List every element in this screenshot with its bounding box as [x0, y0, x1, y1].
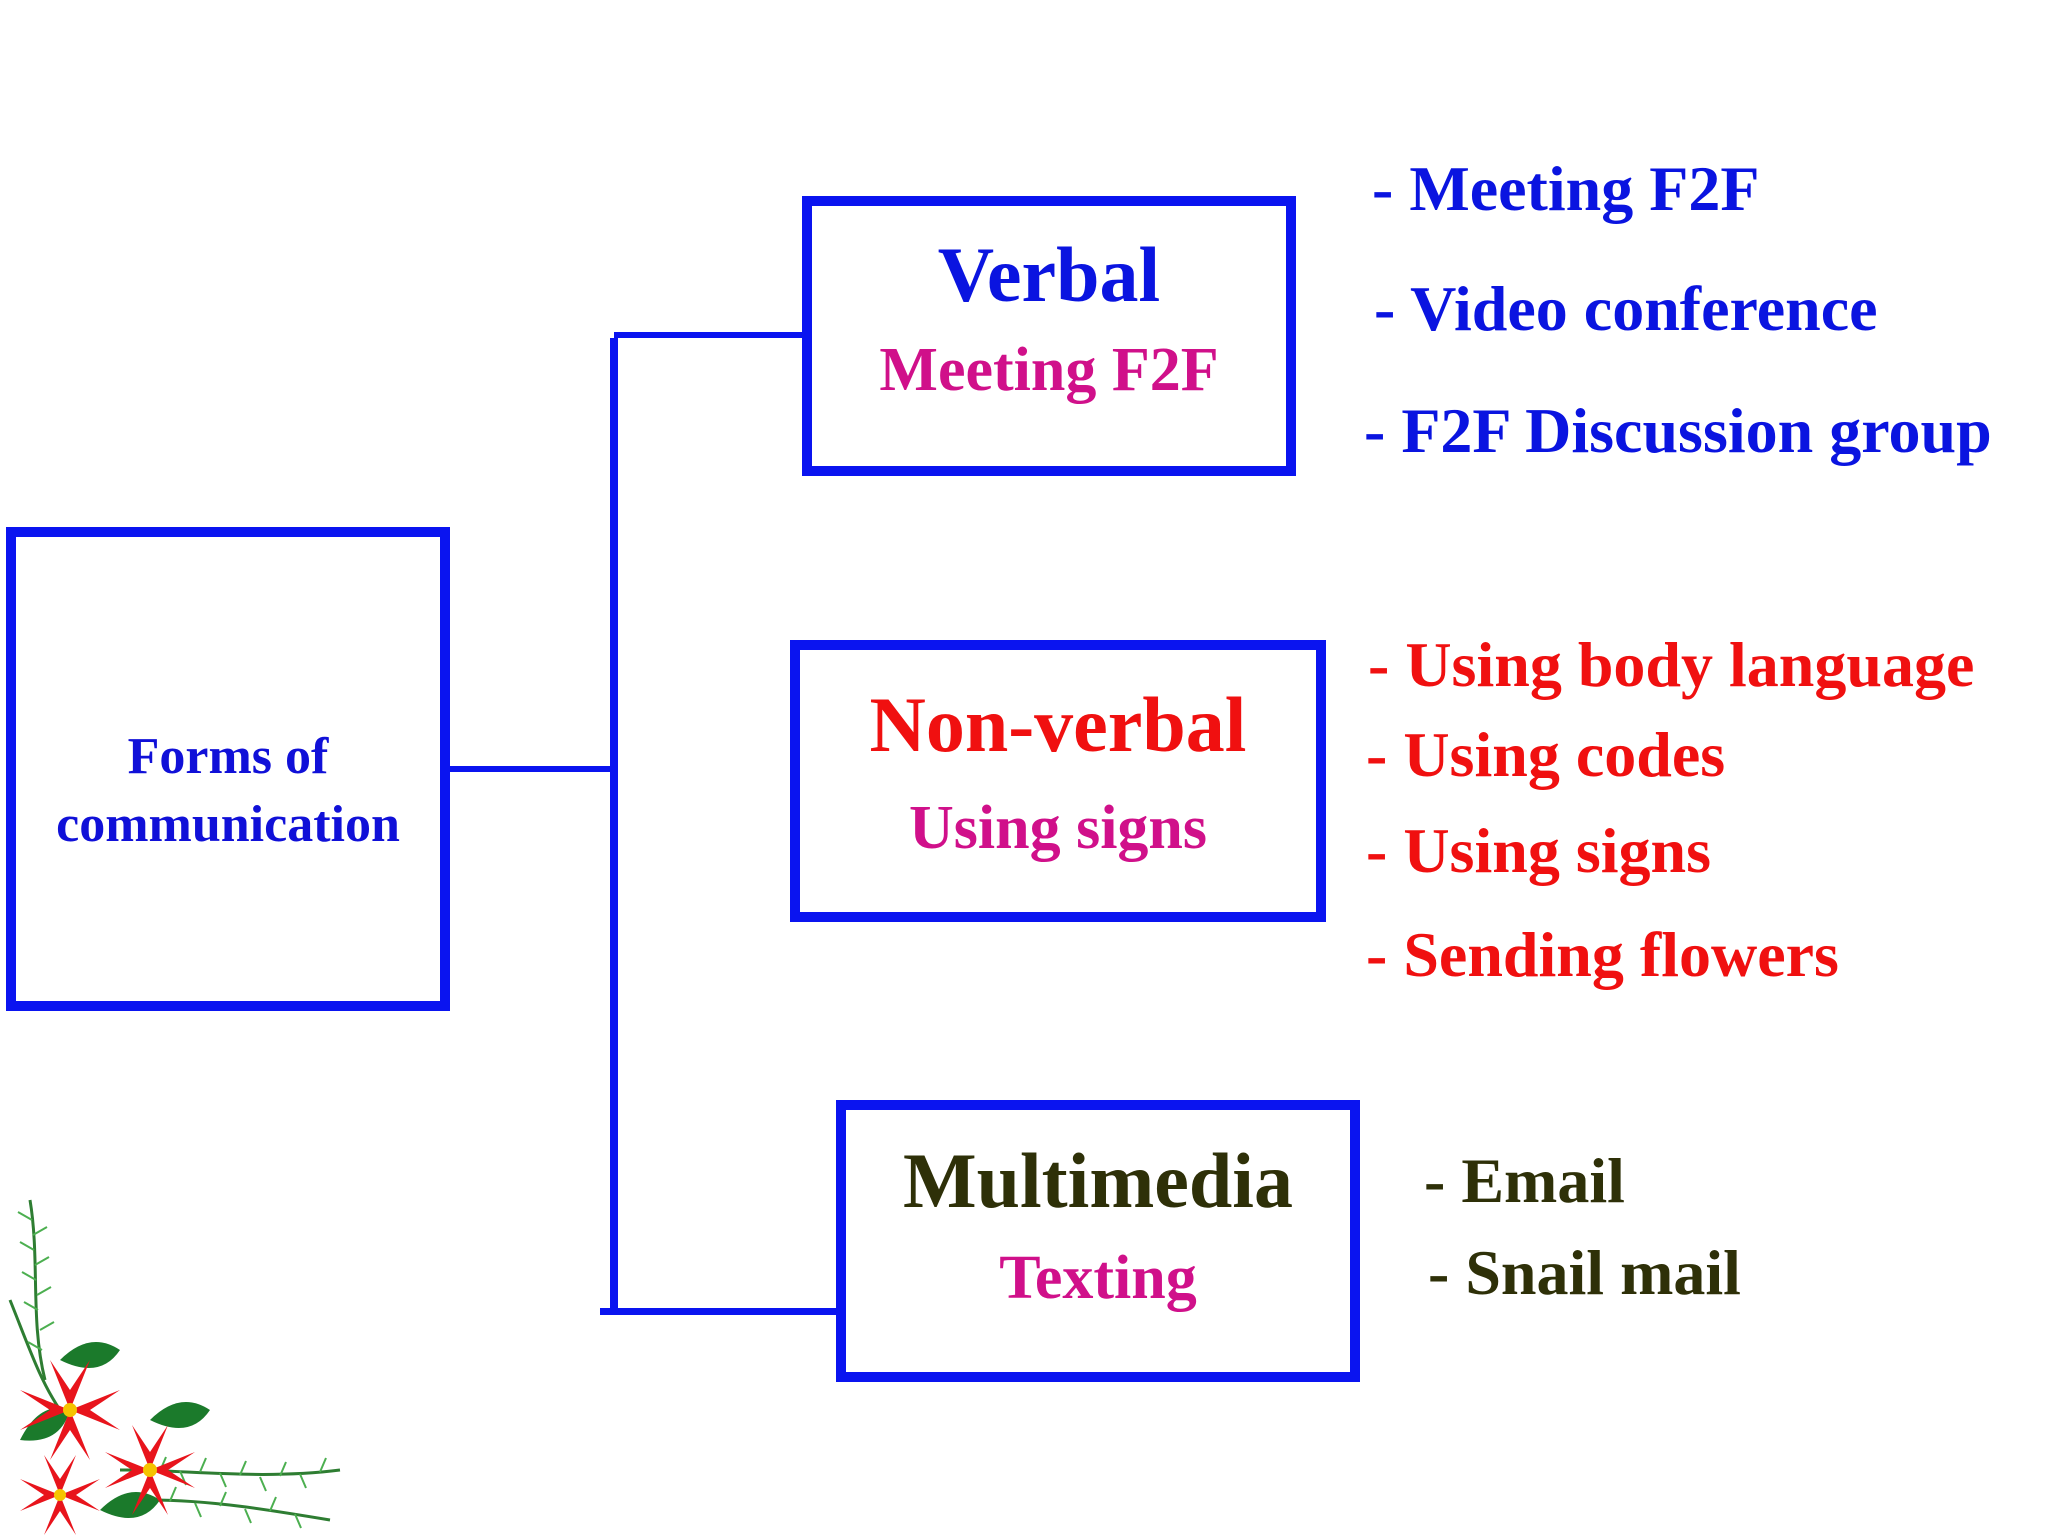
connector-trunk-to-verbal	[614, 332, 808, 338]
multimedia-title: Multimedia	[903, 1137, 1293, 1224]
non-verbal-title: Non-verbal	[869, 681, 1247, 768]
connector-root-to-trunk	[436, 766, 614, 772]
root-node-box: Forms of communication	[6, 527, 450, 1011]
root-node-label: Forms of communication	[16, 723, 440, 859]
verbal-title: Verbal	[937, 231, 1161, 318]
non-verbal-item: - Using signs	[1366, 815, 1711, 886]
poinsettia-decoration-icon	[8, 1199, 341, 1535]
connector-trunk-vertical	[610, 338, 618, 1312]
non-verbal-item: - Sending flowers	[1366, 919, 1839, 990]
multimedia-subtitle: Texting	[999, 1244, 1197, 1312]
verbal-subtitle: Meeting F2F	[879, 336, 1219, 404]
non-verbal-item: - Using body language	[1368, 629, 1975, 700]
multimedia-item: - Snail mail	[1428, 1237, 1741, 1308]
verbal-item: - Meeting F2F	[1372, 153, 1760, 224]
verbal-category-box: Verbal Meeting F2F	[802, 196, 1296, 476]
non-verbal-category-box: Non-verbal Using signs	[790, 640, 1326, 922]
connector-trunk-to-multimedia	[600, 1308, 840, 1315]
root-label-line1: Forms of	[127, 728, 329, 785]
multimedia-item: - Email	[1424, 1145, 1625, 1216]
non-verbal-item: - Using codes	[1366, 719, 1726, 790]
verbal-item: - F2F Discussion group	[1364, 395, 1992, 466]
non-verbal-subtitle: Using signs	[908, 794, 1208, 862]
verbal-item: - Video conference	[1374, 273, 1878, 344]
root-label-line2: communication	[56, 796, 400, 853]
multimedia-category-box: Multimedia Texting	[836, 1100, 1360, 1382]
